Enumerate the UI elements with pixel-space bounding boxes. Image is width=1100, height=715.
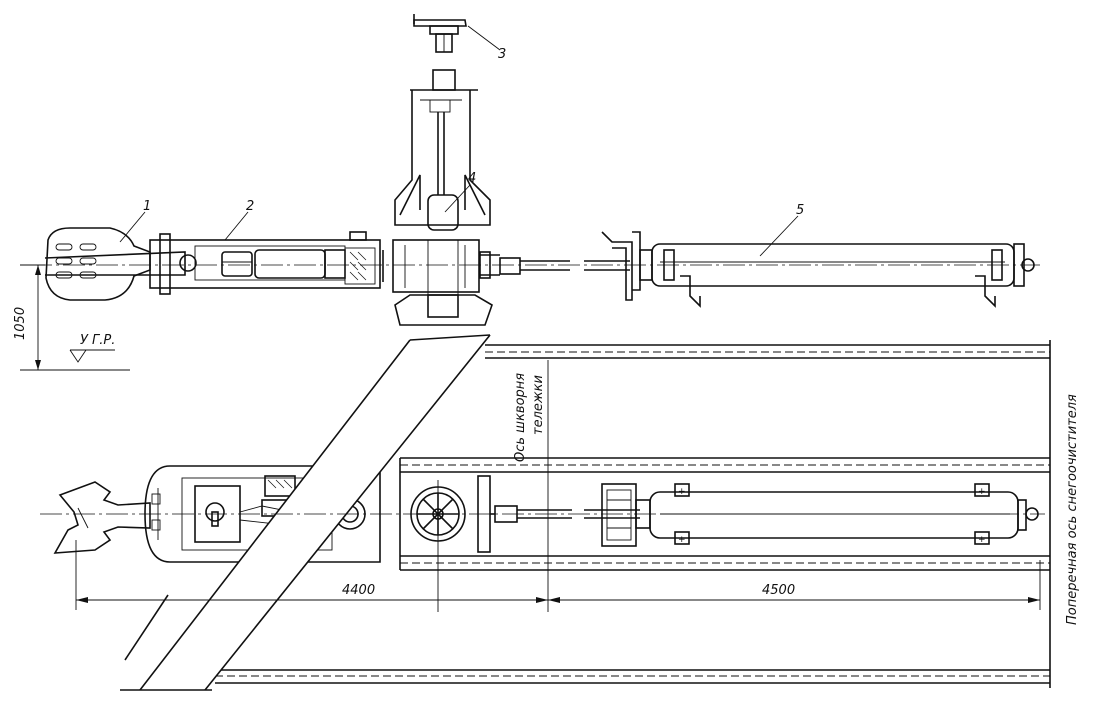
cylinder-plan: + + + + (601, 483, 1039, 547)
svg-text:+: + (678, 535, 686, 545)
plan-view: + + + + + (40, 334, 1080, 691)
dimension-right: 4500 (762, 583, 795, 598)
coupler-plan (53, 481, 151, 554)
callout-1: 1 (143, 199, 151, 214)
callout-3: 3 (498, 47, 506, 62)
svg-text:+: + (678, 487, 686, 497)
frame-rails (215, 340, 1051, 688)
rail-level-label: У Г.Р. (80, 333, 115, 348)
callout-2: 2 (246, 199, 254, 214)
length-dimension (75, 540, 1041, 610)
side-elevation: 1050 У Г.Р. 1 2 3 4 5 (13, 14, 1040, 371)
callout-4: 4 (468, 171, 476, 186)
transverse-axis-label: Поперечная ось снегоочистителя (1065, 394, 1080, 625)
height-dimension (20, 264, 130, 371)
link-rod (499, 257, 630, 275)
bogie-axis-label-1: Ось шкворня (513, 373, 528, 462)
cylinder-5 (601, 231, 1035, 308)
svg-text:+: + (978, 487, 986, 497)
break-band (120, 334, 491, 691)
dimension-left: 4400 (342, 583, 375, 598)
height-dimension-value: 1050 (13, 307, 28, 340)
svg-text:+: + (978, 535, 986, 545)
coupler-head-1 (44, 227, 197, 301)
callout-5: 5 (796, 203, 804, 218)
bogie-axis-label-2: тележки (531, 375, 546, 435)
draft-gear-2 (149, 231, 381, 295)
jack-column-4 (382, 69, 500, 326)
crank-handle-3 (413, 14, 501, 53)
centre-sills (399, 457, 1050, 571)
